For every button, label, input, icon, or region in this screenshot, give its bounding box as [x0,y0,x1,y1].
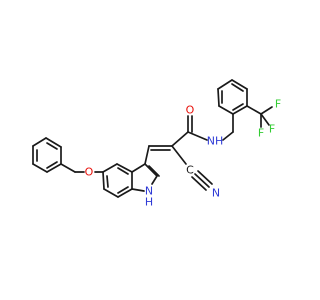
atom-f3: F [258,127,264,140]
atom-n-nitrile: N [212,187,220,200]
structure-canvas: O NH C N O N H F F F [32,79,282,209]
atom-n-indole: N [145,185,153,198]
atom-labels: O NH C N O N H F F F [85,98,282,209]
molecule-structure: O NH C N O N H F F F [32,79,282,209]
atom-o-carbonyl: O [186,104,195,117]
aryl-ring-bonds [217,79,248,141]
trifluoromethyl-bonds [246,105,273,128]
atom-nh-amide: NH [207,135,224,148]
benzyl-linker-bonds [60,163,104,173]
indole-benzo-bonds [102,163,133,198]
atom-o-ether: O [85,166,94,179]
atom-h-indole: H [145,196,153,209]
nitrile-bonds [171,145,213,191]
atom-c-nitrile: C [186,164,194,177]
atom-f1: F [275,98,281,111]
benzyl-ring-bonds [32,137,62,173]
acrylamide-chain-bonds [144,115,208,165]
atom-f2: F [269,123,275,136]
indole-pyrrole-bonds [131,163,160,192]
